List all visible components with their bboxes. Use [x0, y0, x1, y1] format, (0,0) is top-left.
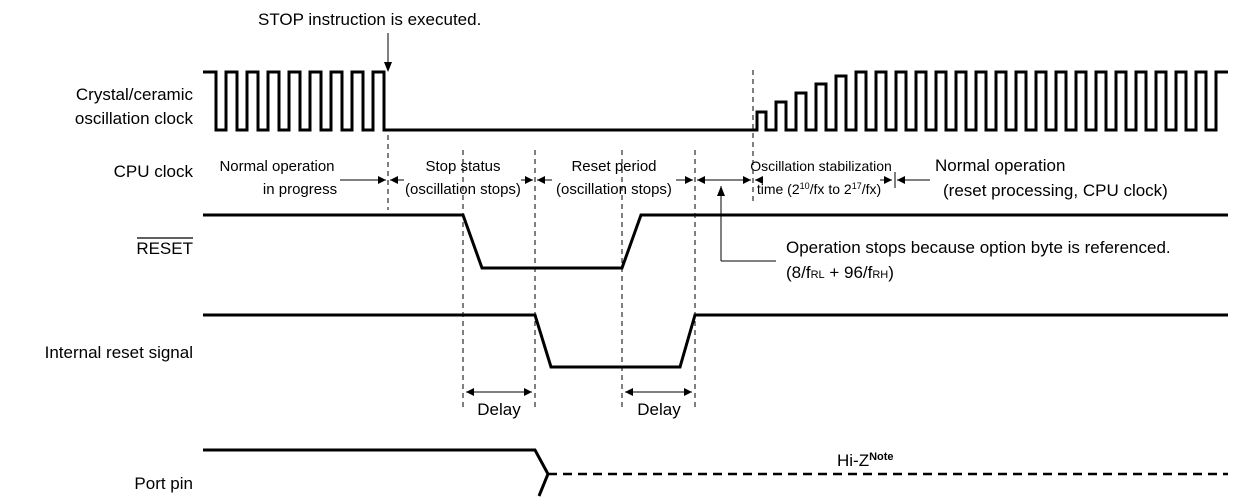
internal-reset-waveform	[203, 313, 1228, 369]
phase-normal-line1: Normal operation	[219, 158, 334, 175]
label-internal-reset: Internal reset signal	[45, 343, 193, 362]
phase-normal2-line2: (reset processing, CPU clock)	[943, 181, 1168, 200]
delay-arrow-1	[466, 388, 532, 396]
label-reset: RESET	[136, 239, 193, 258]
phase-osc-line1: Oscillation stabilization	[750, 158, 892, 174]
delay-label-2: Delay	[637, 400, 681, 419]
label-cpu-clock: CPU clock	[114, 162, 194, 181]
label-crystal-line1: Crystal/ceramic	[76, 85, 194, 104]
hiz-label: Hi-ZNote	[837, 451, 894, 470]
port-pin-high	[203, 448, 550, 497]
stop-instruction-arrowhead	[384, 62, 392, 72]
phase-reset-line2: (oscillation stops)	[556, 181, 672, 198]
phase-normal-line2: in progress	[263, 181, 337, 198]
phase-normal2-line1: Normal operation	[935, 156, 1065, 175]
reset-waveform	[203, 213, 1228, 270]
option-byte-note-line1: Operation stops because option byte is r…	[786, 238, 1171, 257]
delay-label-1: Delay	[477, 400, 521, 419]
label-port-pin: Port pin	[134, 474, 193, 493]
phase-stop-line1: Stop status	[425, 158, 500, 175]
phase-reset-line1: Reset period	[571, 158, 656, 175]
option-byte-note-line2: (8/fRL + 96/fRH)	[786, 263, 894, 282]
stop-instruction-annotation: STOP instruction is executed.	[258, 10, 481, 29]
phase-osc-line2: time (210/fx to 217/fx)	[757, 181, 881, 197]
crystal-clock-waveform	[203, 70, 1228, 132]
delay-arrow-2	[625, 388, 692, 396]
option-byte-arrowhead	[717, 186, 725, 196]
label-crystal-line2: oscillation clock	[75, 109, 194, 128]
phase-stop-line2: (oscillation stops)	[405, 181, 521, 198]
cpu-clock-arrows	[340, 172, 930, 188]
